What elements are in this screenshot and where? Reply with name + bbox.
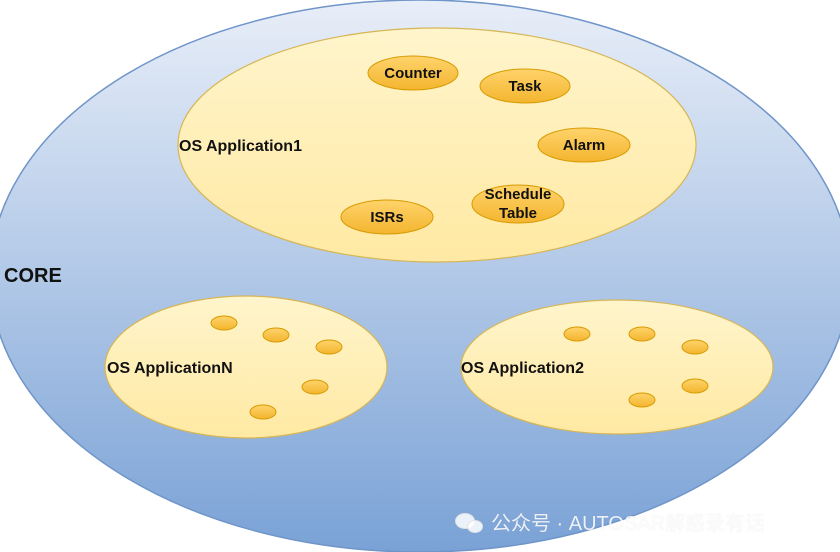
core-label: CORE	[4, 265, 62, 287]
task-label: Task	[508, 78, 542, 95]
alarm-node	[537, 127, 631, 163]
isrs-label: ISRs	[370, 209, 403, 226]
os-applicationn-object-node	[249, 404, 277, 420]
os-applicationn-object-node	[210, 315, 238, 331]
os-application2-object-node	[628, 326, 656, 342]
watermark-text: 公众号 · AUTOSAR解惑录有话	[491, 513, 766, 535]
os-applicationn-object-node	[315, 339, 343, 355]
counter-label: Counter	[384, 65, 442, 82]
task-node	[479, 68, 571, 104]
os-applicationn-ellipse	[104, 295, 388, 439]
wechat-watermark: 公众号 · AUTOSAR解惑录有话	[455, 507, 765, 536]
wechat-bubble-small-icon	[467, 519, 483, 533]
os-application2-label: OS Application2	[461, 360, 584, 377]
schedule-label: Schedule	[485, 186, 552, 203]
os-application2-object-node	[681, 339, 709, 355]
os-application2-object-node	[681, 378, 709, 394]
table-label: Table	[499, 205, 537, 222]
os-applicationn-object-node	[301, 379, 329, 395]
os-application2-ellipse	[460, 299, 774, 435]
os-application1-label: OS Application1	[179, 138, 302, 155]
counter-node	[367, 55, 459, 91]
alarm-label: Alarm	[563, 137, 606, 154]
isrs-node	[340, 199, 434, 235]
os-applicationn-object-node	[262, 327, 290, 343]
wechat-icon	[455, 511, 483, 533]
os-application2-object-node	[628, 392, 656, 408]
schedule-table-node	[471, 184, 565, 224]
os-applicationn-label: OS ApplicationN	[107, 360, 233, 377]
os-application2-object-node	[563, 326, 591, 342]
